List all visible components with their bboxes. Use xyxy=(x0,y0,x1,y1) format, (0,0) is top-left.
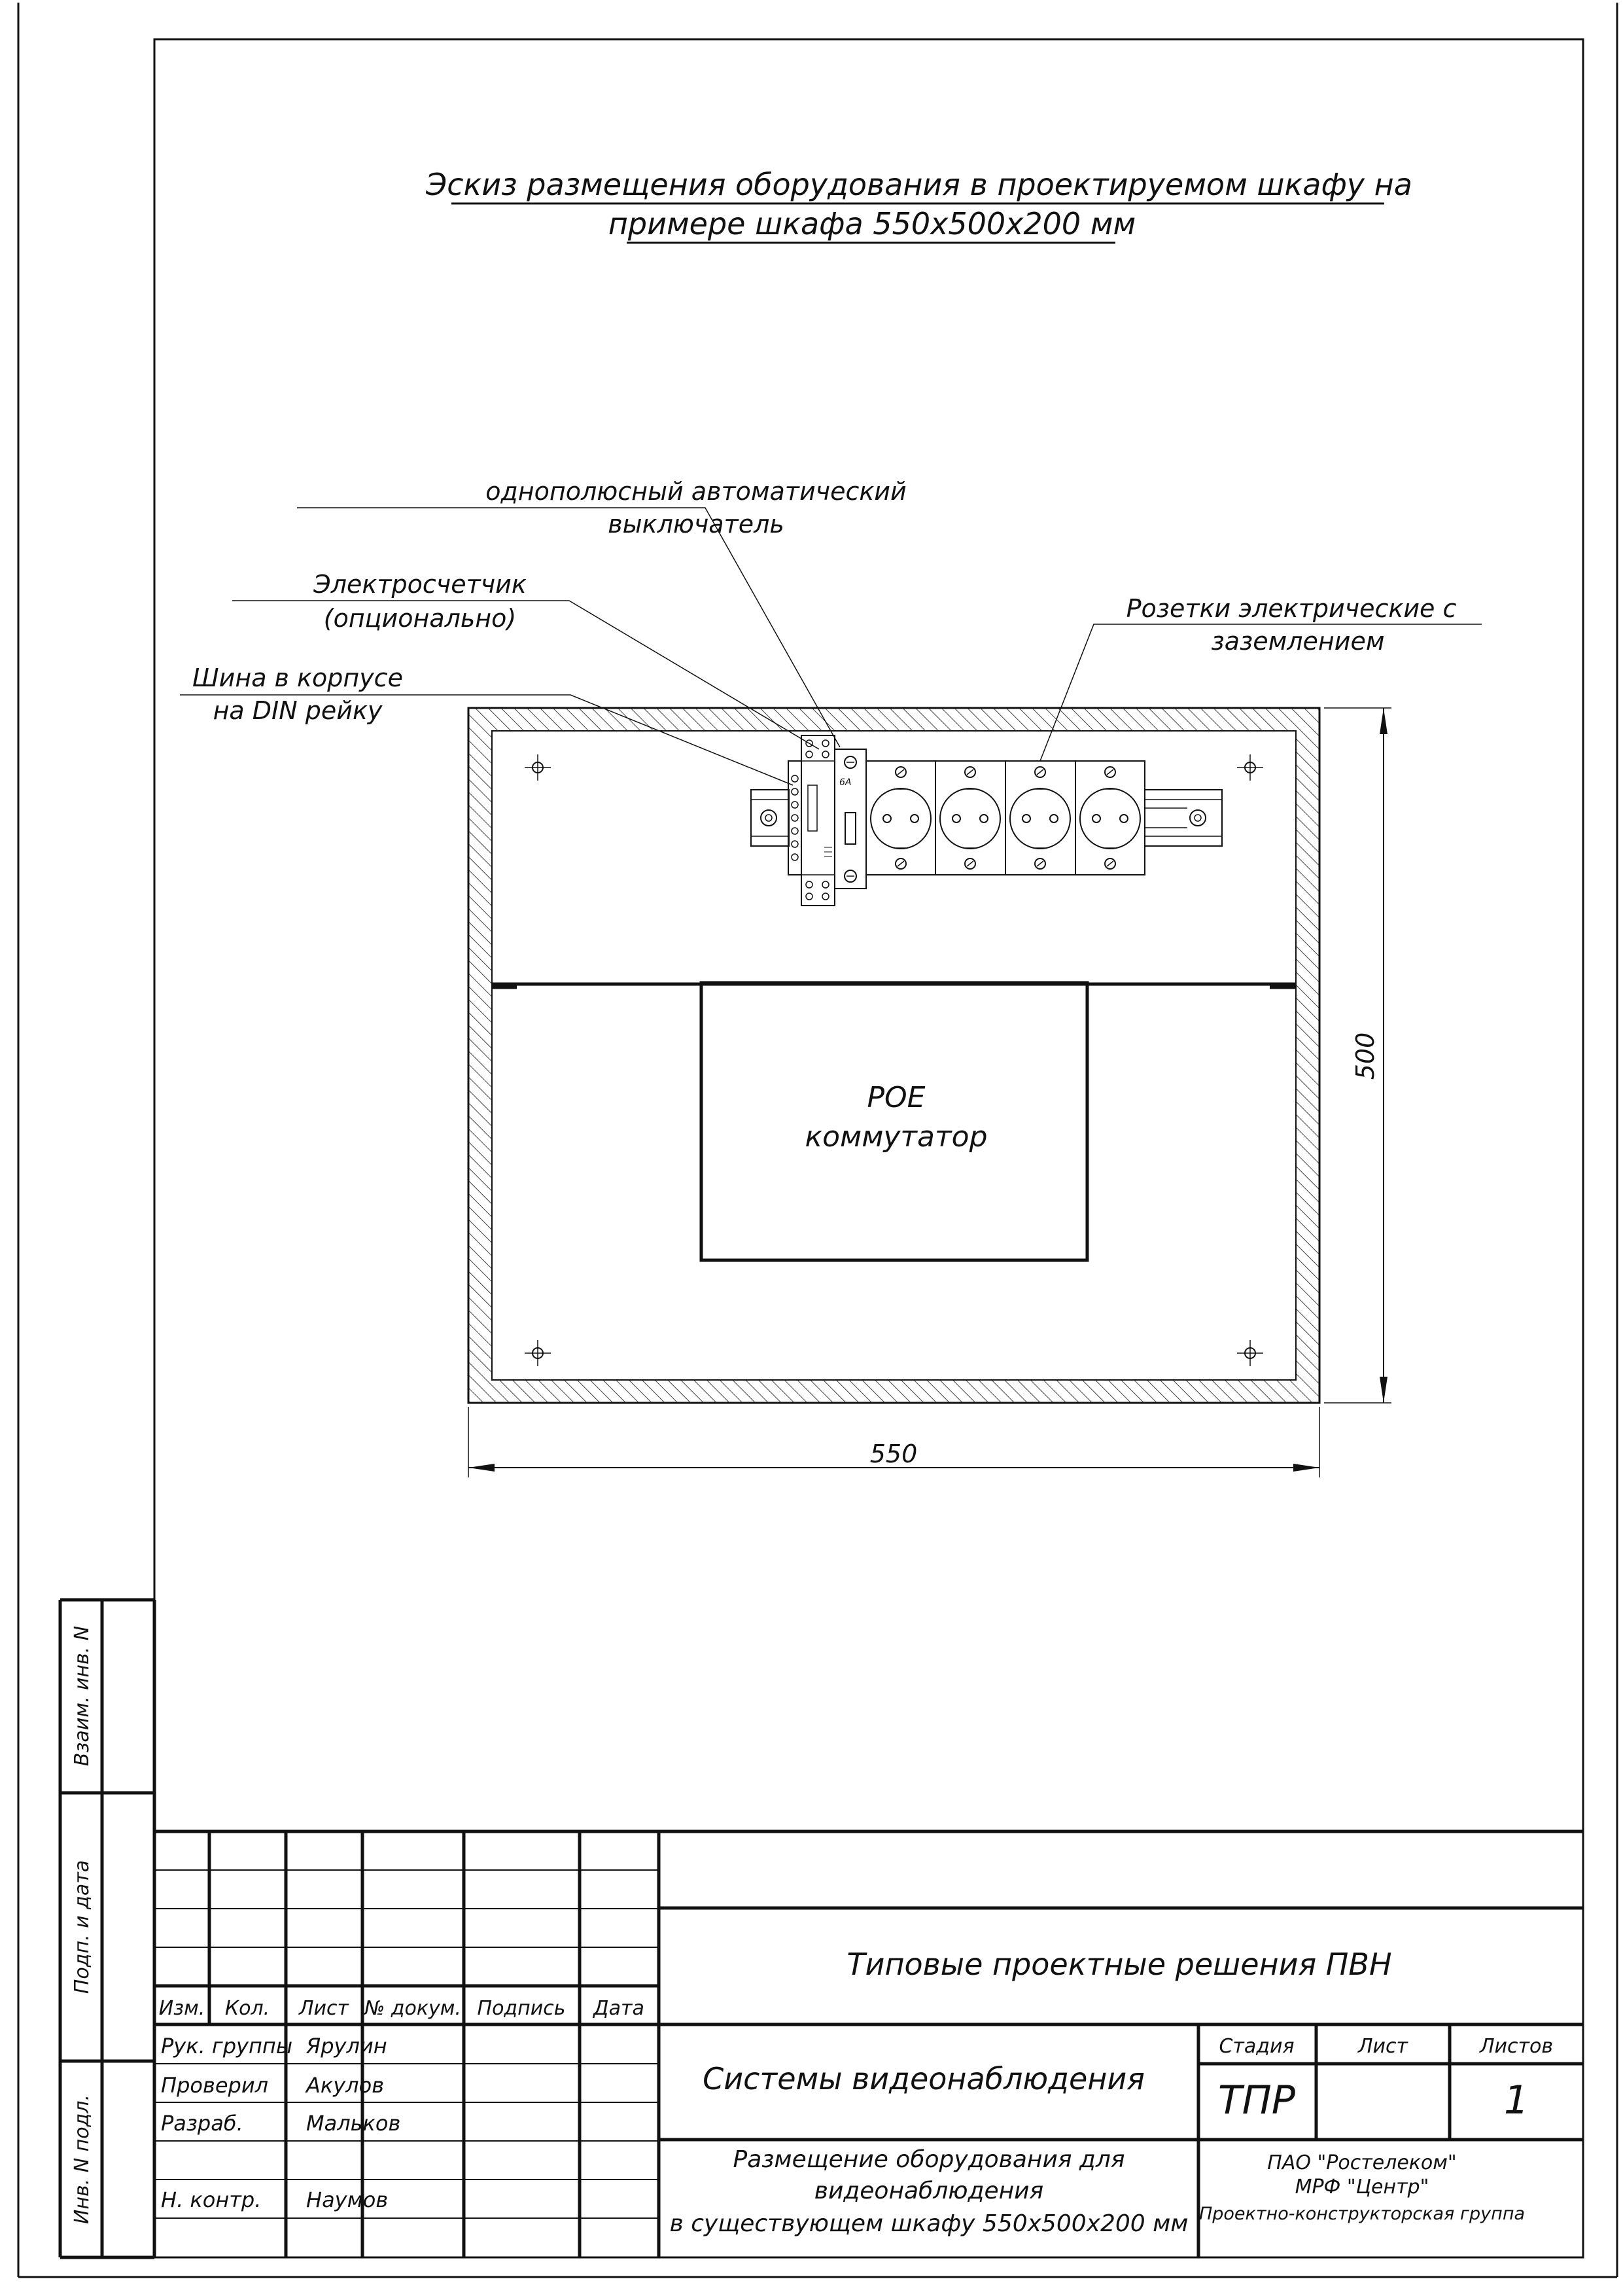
poe-switch-label-line1: POE xyxy=(867,1081,926,1114)
stage-label: Стадия xyxy=(1219,2035,1294,2058)
dimensions: 550 500 xyxy=(468,707,1391,1477)
socket-screw-icon xyxy=(964,766,976,778)
sheet-title-line3: в существующем шкафу 550х500х200 мм xyxy=(670,2210,1189,2237)
org-line2: МРФ "Центр" xyxy=(1295,2176,1429,2199)
role-proveril: Проверил xyxy=(161,2073,268,2098)
mounting-hole-icon xyxy=(525,1340,551,1366)
drawing-title: Эскиз размещения оборудования в проектир… xyxy=(425,167,1412,244)
header-list: Лист xyxy=(298,1997,350,2020)
role-razrab: Разраб. xyxy=(161,2111,243,2136)
drawing-title-line2: примере шкафа 550х500х200 мм xyxy=(608,206,1136,241)
sockets-callout-line1: Розетки электрические с xyxy=(1126,594,1457,623)
header-date: Дата xyxy=(592,1997,644,2020)
sheet-title-line2: видеонаблюдения xyxy=(814,2178,1043,2204)
socket-icon xyxy=(870,788,932,849)
socket-icon xyxy=(1009,788,1071,849)
cabinet-inner-wall xyxy=(491,730,1297,1381)
name-razrab: Мальков xyxy=(306,2111,400,2136)
meter-callout-line2: (опционально) xyxy=(324,604,516,633)
mounting-hole-icon xyxy=(1237,1340,1263,1366)
height-dimension: 500 xyxy=(1351,1033,1380,1080)
org-line3: Проектно-конструкторская группа xyxy=(1199,2204,1525,2224)
org-line1: ПАО "Ростелеком" xyxy=(1267,2151,1456,2174)
mounting-hole-icon xyxy=(525,754,551,781)
socket-screw-icon xyxy=(1034,858,1046,870)
header-kol: Кол. xyxy=(225,1997,270,2020)
podp-data-label: Подп. и дата xyxy=(71,1860,94,1994)
socket-3 xyxy=(1005,760,1076,875)
socket-icon xyxy=(1079,788,1141,849)
circuit-breaker xyxy=(834,749,867,889)
arrow-right-icon xyxy=(1293,1464,1319,1472)
width-dimension: 550 xyxy=(870,1439,918,1468)
header-doc-no: № докум. xyxy=(363,1997,461,2020)
breaker-screw-icon xyxy=(844,756,857,769)
sheets-value: 1 xyxy=(1504,2077,1529,2123)
breaker-callout-line2: выключатель xyxy=(608,510,784,539)
meter-leader xyxy=(232,600,820,750)
socket-screw-icon xyxy=(895,766,907,778)
header-signature: Подпись xyxy=(478,1997,566,2020)
system-name: Системы видеонаблюдения xyxy=(703,2061,1145,2096)
vzaim-inv-label: Взаим. инв. N xyxy=(71,1626,94,1766)
breaker-callout-line1: однополюсный автоматический xyxy=(485,477,906,506)
drawing-title-line1: Эскиз размещения оборудования в проектир… xyxy=(425,167,1412,202)
project-name: Типовые проектные решения ПВН xyxy=(846,1947,1391,1982)
rail-screw-icon xyxy=(760,809,777,826)
mounting-hole-icon xyxy=(1237,754,1263,781)
header-izm: Изм. xyxy=(159,1997,205,2020)
name-n-kontr: Наумов xyxy=(306,2187,388,2212)
sheet-title-line1: Размещение оборудования для xyxy=(733,2146,1125,2173)
name-proveril: Акулов xyxy=(305,2073,384,2098)
din-rail-assembly: 6А xyxy=(750,735,1223,906)
bus-callout-line1: Шина в корпусе xyxy=(192,663,403,692)
arrow-left-icon xyxy=(468,1464,495,1472)
socket-icon xyxy=(939,788,1001,849)
bus-callout-line2: на DIN рейку xyxy=(213,696,383,725)
breaker-screw-icon xyxy=(844,870,857,883)
rail-screw-icon xyxy=(1189,809,1206,826)
din-rail-right xyxy=(1144,789,1223,847)
bus-leader xyxy=(180,694,794,786)
socket-screw-icon xyxy=(895,858,907,870)
socket-screw-icon xyxy=(964,858,976,870)
drawing-frame xyxy=(153,38,1584,2259)
socket-2 xyxy=(935,760,1006,875)
sheet-label: Лист xyxy=(1357,2035,1409,2058)
breaker-rating: 6А xyxy=(839,777,851,788)
sockets-leader xyxy=(1039,624,1482,762)
socket-screw-icon xyxy=(1104,766,1116,778)
socket-1 xyxy=(865,760,936,875)
arrow-down-icon xyxy=(1380,1377,1387,1403)
poe-switch xyxy=(699,981,1089,1262)
meter-display xyxy=(807,785,818,832)
cabinet-outer-wall xyxy=(467,707,1321,1404)
breaker-toggle xyxy=(845,812,856,845)
arrow-up-icon xyxy=(1380,708,1387,734)
meter-callout-line1: Электросчетчик xyxy=(313,570,527,599)
stage-value: ТПР xyxy=(1218,2077,1296,2123)
inv-podl-label: Инв. N подл. xyxy=(71,2094,94,2224)
sheets-label: Листов xyxy=(1479,2035,1553,2058)
side-stamp: Взаим. инв. N Подп. и дата Инв. N подл. xyxy=(58,1598,156,2259)
callouts: однополюсный автоматический выключатель … xyxy=(180,477,1482,786)
din-bus-bar xyxy=(788,760,802,875)
breaker-leader xyxy=(297,507,841,748)
socket-4 xyxy=(1075,760,1145,875)
bus-terminal-icon xyxy=(791,775,799,861)
cabinet: POE коммутатор xyxy=(467,707,1321,1404)
poe-switch-label-line2: коммутатор xyxy=(805,1120,988,1154)
role-n-kontr: Н. контр. xyxy=(161,2187,261,2212)
title-block: Изм. Кол. Лист № докум. Подпись Дата Рук… xyxy=(154,1829,1583,2257)
socket-screw-icon xyxy=(1104,858,1116,870)
role-ruk-gruppy: Рук. группы xyxy=(161,2034,292,2058)
socket-screw-icon xyxy=(1034,766,1046,778)
name-ruk-gruppy: Ярулин xyxy=(305,2034,387,2058)
sockets-callout-line2: заземлением xyxy=(1212,627,1385,656)
din-rail-left xyxy=(750,789,790,847)
